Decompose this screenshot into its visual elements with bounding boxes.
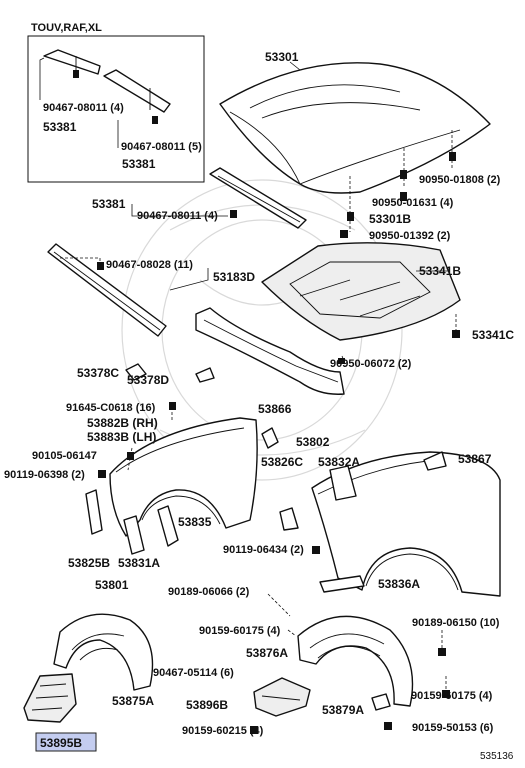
label-90119-06434: 90119-06434 (2): [223, 544, 304, 556]
label-53835: 53835: [178, 515, 212, 529]
inset-box: TOUV,RAF,XL: [27, 22, 205, 183]
bracket-53826c: [279, 507, 299, 531]
liner-screw-90159-60175: [442, 690, 450, 698]
hood-panel: [219, 62, 491, 194]
fender-clip-90105: [127, 452, 134, 460]
bracket-53378c: [125, 363, 147, 381]
label-53381-b: 53381: [122, 157, 156, 171]
label-53896b: 53896B: [186, 698, 228, 712]
fender-left-53801: [109, 417, 258, 537]
bracket-53378d: [195, 367, 215, 383]
label-90159-60175-a: 90159-60175 (4): [199, 625, 281, 637]
hood-bolt-90950-01631-b: [400, 192, 407, 201]
label-90189-06066: 90189-06066 (2): [168, 586, 250, 598]
label-90950-01631: 90950-01631 (4): [372, 197, 454, 209]
label-90105: 90105-06147: [32, 450, 97, 462]
label-90950-06072: 90950-06072 (2): [330, 358, 412, 370]
label-53341b: 53341B: [419, 264, 461, 278]
label-53183d: 53183D: [213, 270, 255, 284]
bar-clip-90950-06072: [338, 358, 345, 364]
hood-bolt-90950-01631-a: [400, 170, 407, 179]
label-90467-05114: 90467-05114 (6): [153, 667, 234, 679]
label-53378d: 53378D: [127, 373, 169, 387]
inset-clip-b: [152, 116, 158, 124]
bracket-53866: [261, 427, 279, 449]
fender-liner-right-53876a: [297, 615, 414, 707]
label-90159-60175-b: 90159-60175 (4): [411, 690, 493, 702]
label-53381-c: 53381: [92, 197, 126, 211]
inset-clip-a: [73, 70, 79, 78]
label-53378c: 53378C: [77, 366, 119, 380]
bracket-53879a: [371, 693, 391, 711]
label-53866: 53866: [258, 402, 292, 416]
fender-clip-90119-06398: [98, 470, 106, 478]
fender-right-53802: [311, 451, 501, 597]
label-53301b: 53301B: [369, 212, 411, 226]
label-53882b: 53882B (RH): [87, 416, 158, 430]
label-90159-50153: 90159-50153 (6): [412, 722, 494, 734]
label-90467-08011-c: 90467-08011 (4): [137, 210, 218, 222]
bracket-53835: [157, 505, 179, 547]
liner-screw-90159-50153: [384, 722, 392, 730]
label-53867: 53867: [458, 452, 492, 466]
label-53836a: 53836A: [378, 577, 420, 591]
diagram-code: 535136: [480, 751, 514, 762]
inset-molding-left: [43, 49, 101, 75]
bracket-53867: [423, 451, 447, 471]
bracket-53832a: [329, 465, 357, 501]
label-53826c: 53826C: [261, 455, 303, 469]
bracket-53836a: [319, 575, 365, 593]
fender-clip-90119-06434: [312, 546, 320, 554]
fender-liner-left-53875a: [53, 613, 154, 691]
insulator-clip-53301b: [347, 212, 354, 221]
label-90467-08028: 90467-08028 (11): [106, 259, 193, 271]
bracket-53831a: [123, 515, 145, 555]
label-53879a: 53879A: [322, 703, 364, 717]
label-53895b: 53895B: [40, 736, 82, 750]
label-53802: 53802: [296, 435, 330, 449]
label-53301: 53301: [265, 50, 299, 64]
label-90189-06150: 90189-06150 (10): [412, 617, 500, 629]
label-90119-06398: 90119-06398 (2): [4, 469, 85, 481]
inset-note: TOUV,RAF,XL: [31, 22, 102, 34]
hood-bolt-90950-01392: [340, 230, 348, 238]
label-90950-01808: 90950-01808 (2): [419, 174, 501, 186]
label-90467-08011-4: 90467-08011 (4): [43, 102, 124, 114]
strip-clip-90467-08028: [97, 262, 104, 270]
label-53831a: 53831A: [118, 556, 160, 570]
inset-molding-right: [103, 69, 171, 113]
label-53883b: 53883B (LH): [87, 430, 156, 444]
fender-clip-91645: [169, 402, 176, 410]
hood-bolt-90950-01808: [449, 152, 456, 161]
cover-screw-90159-60215: [250, 726, 258, 734]
hood-insulator-53341b: [261, 242, 461, 341]
label-53875a: 53875A: [112, 694, 154, 708]
label-53825b: 53825B: [68, 556, 110, 570]
bracket-53825b: [85, 489, 103, 535]
label-53801: 53801: [95, 578, 129, 592]
liner-screw-90189-06150: [438, 648, 446, 656]
undercover-53896b: [253, 677, 311, 717]
splash-shield-53895b: [23, 673, 77, 723]
label-90467-08011-5: 90467-08011 (5): [121, 141, 202, 153]
label-90950-01392: 90950-01392 (2): [369, 230, 451, 242]
label-53381-a: 53381: [43, 120, 77, 134]
label-91645: 91645-C0618 (16): [66, 402, 156, 414]
label-53876a: 53876A: [246, 646, 288, 660]
front-bar: [195, 307, 345, 395]
highlight-box: [35, 732, 97, 752]
molding-clip: [230, 210, 237, 218]
insulator-clip-53341c: [452, 330, 460, 338]
label-90159-60215: 90159-60215 (4): [182, 725, 264, 737]
label-53341c: 53341C: [472, 328, 514, 342]
label-53832a: 53832A: [318, 455, 360, 469]
